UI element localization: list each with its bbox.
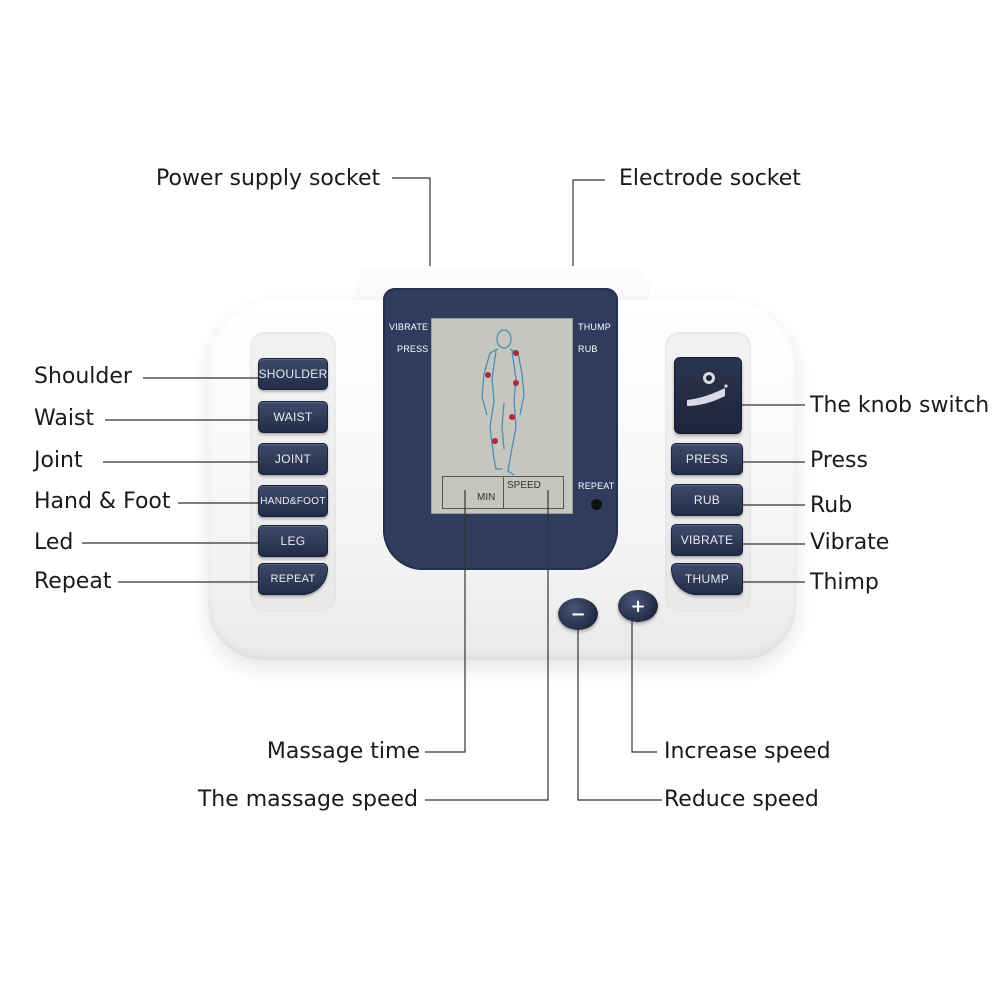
leader-power-supply-socket [392, 177, 431, 266]
screen-label-rub: RUB [578, 344, 598, 354]
callout-rub: Rub [810, 493, 853, 518]
callout-repeat: Repeat [34, 569, 112, 594]
press-button[interactable]: PRESS [671, 443, 743, 475]
lcd-speed-label: SPEED [507, 480, 541, 491]
callout-thimp: Thimp [810, 570, 879, 595]
lcd-time-speed-box: MIN SPEED [442, 476, 564, 509]
screen-label-press: PRESS [397, 344, 429, 354]
callout-hand-foot: Hand & Foot [34, 489, 171, 514]
waist-button[interactable]: WAIST [258, 401, 328, 433]
leader-massage-speed [425, 490, 549, 801]
thump-button[interactable]: THUMP [671, 563, 743, 595]
callout-massage-speed: The massage speed [197, 787, 418, 812]
screen-label-repeat: REPEAT [578, 481, 615, 491]
callout-electrode-socket: Electrode socket [619, 166, 801, 191]
repeat-button[interactable]: REPEAT [258, 563, 328, 595]
leader-massage-time [425, 490, 466, 753]
screen-label-thump: THUMP [578, 322, 611, 332]
callout-vibrate: Vibrate [810, 530, 890, 555]
plus-speed-button[interactable]: + [618, 590, 658, 622]
leader-increase-speed [631, 620, 657, 753]
callout-massage-time: Massage time [266, 739, 420, 764]
minus-speed-button[interactable]: − [558, 598, 598, 630]
repeat-led-indicator [591, 499, 602, 510]
callout-power-supply-socket: Power supply socket [156, 166, 381, 191]
callout-press: Press [810, 448, 868, 473]
callout-increase-speed: Increase speed [664, 739, 831, 764]
lcd-box-divider [503, 477, 504, 508]
knob-switch[interactable] [674, 357, 742, 434]
callout-led: Led [34, 530, 74, 555]
knob-switch-icon [687, 372, 728, 406]
callout-knob-switch: The knob switch [810, 393, 990, 418]
vibrate-button[interactable]: VIBRATE [671, 524, 743, 556]
callout-waist: Waist [34, 406, 95, 431]
screen-label-vibrate: VIBRATE [389, 322, 429, 332]
callout-joint: Joint [34, 448, 83, 473]
leg-button[interactable]: LEG [258, 525, 328, 557]
lcd-display [431, 318, 573, 514]
hand-foot-button[interactable]: HAND&FOOT [258, 485, 328, 517]
callout-shoulder: Shoulder [34, 364, 132, 389]
rub-button[interactable]: RUB [671, 484, 743, 516]
callout-reduce-speed: Reduce speed [664, 787, 819, 812]
lcd-min-label: MIN [477, 492, 496, 503]
joint-button[interactable]: JOINT [258, 443, 328, 475]
body-figure-icon [481, 329, 525, 476]
shoulder-button[interactable]: SHOULDER [258, 358, 328, 390]
leader-reduce-speed [577, 628, 662, 801]
leader-electrode-socket [572, 179, 605, 266]
